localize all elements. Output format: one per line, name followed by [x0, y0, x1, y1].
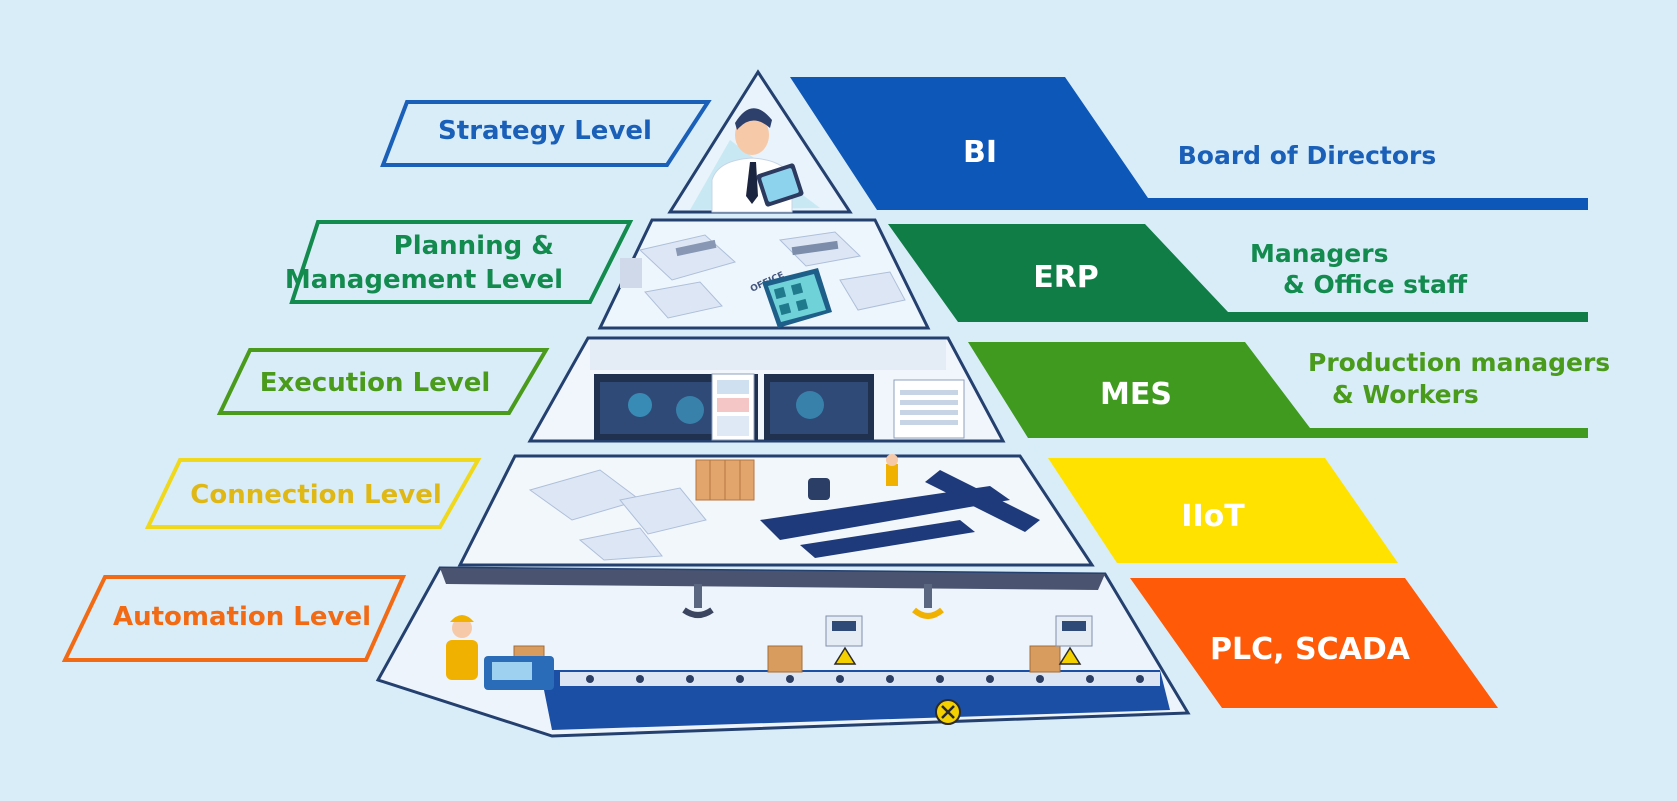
tier-automation [375, 566, 1191, 738]
tier-connection [457, 454, 1095, 567]
erp-dashboard-screen [762, 268, 832, 328]
system-text-bi: BI [963, 135, 997, 170]
tier-planning: OFFICE [597, 218, 931, 330]
level-text-connection: Connection Level [190, 480, 441, 510]
system-text-plc-scada: PLC, SCADA [1210, 632, 1411, 667]
system-band-erp: ERP Managers & Office staff [888, 224, 1588, 322]
role-text-bi: Board of Directors [1178, 141, 1437, 170]
level-text-strategy: Strategy Level [438, 116, 652, 146]
machine-panel-right [1055, 615, 1093, 647]
robot-arm-right [912, 584, 944, 619]
office-floor-icon: OFFICE [620, 231, 906, 319]
level-label-automation: Automation Level [61, 575, 407, 662]
machine-panel-left [825, 615, 863, 647]
system-text-erp: ERP [1033, 260, 1099, 295]
role-text-mes: Production managers & Workers [1308, 348, 1619, 409]
stop-button-icon [935, 699, 961, 725]
level-text-execution: Execution Level [260, 368, 491, 398]
system-band-iiot: IIoT [1048, 458, 1398, 563]
dashboard-screens-icon [594, 373, 965, 441]
conveyor-line-icon [760, 470, 1040, 558]
robot-arm-left [682, 584, 714, 618]
level-label-connection: Connection Level [144, 458, 482, 529]
level-text-planning: Planning & Management Level [285, 231, 563, 295]
system-text-iiot: IIoT [1181, 499, 1245, 534]
conveyor-line-icon [513, 645, 1170, 730]
level-label-strategy: Strategy Level [380, 100, 712, 167]
level-label-execution: Execution Level [216, 348, 550, 415]
tier-strategy [667, 69, 853, 214]
tier-execution [527, 336, 1006, 443]
worker-figure [446, 615, 554, 690]
system-band-plc-scada: PLC, SCADA [1130, 578, 1498, 708]
connected-factory-icon [528, 454, 898, 561]
system-band-bi: BI Board of Directors [790, 77, 1588, 210]
level-label-planning: Planning & Management Level [285, 220, 634, 304]
businessman-with-tablet-icon [711, 108, 804, 213]
system-text-mes: MES [1100, 377, 1172, 412]
warning-icon [833, 646, 1082, 665]
level-text-automation: Automation Level [113, 602, 371, 632]
role-text-erp: Managers & Office staff [1250, 239, 1468, 299]
system-band-mes: MES Production managers & Workers [968, 342, 1619, 438]
